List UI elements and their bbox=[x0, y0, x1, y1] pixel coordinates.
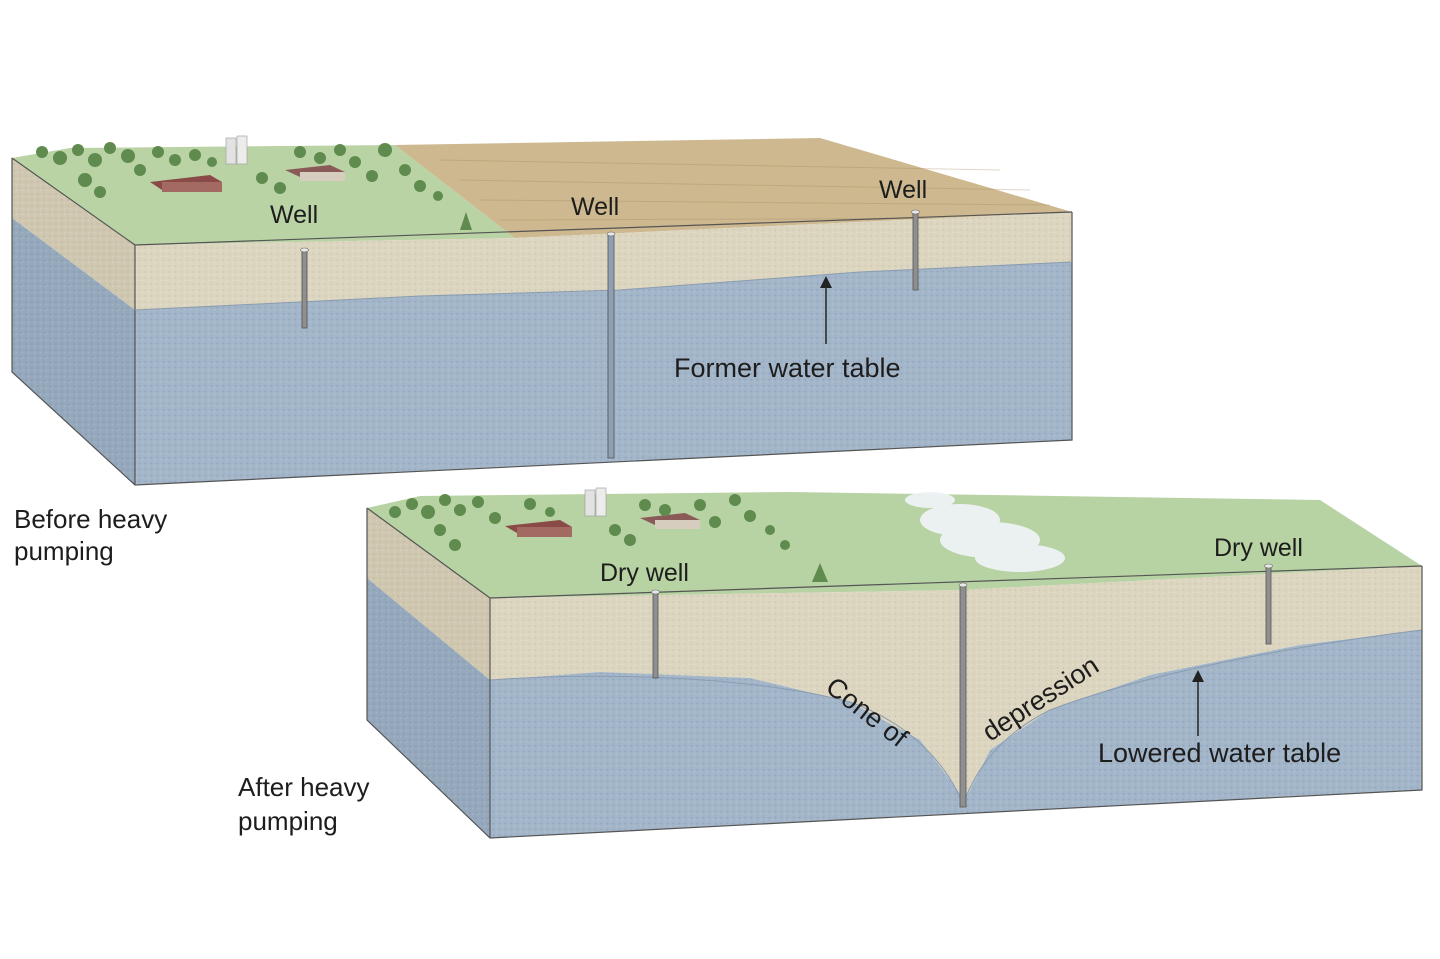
after-block: Dry well Dry well Cone of depression Low… bbox=[366, 487, 1423, 839]
caption-before-line1: Before heavy bbox=[14, 504, 167, 534]
label-well-right: Well bbox=[879, 176, 927, 204]
after-silos bbox=[584, 487, 607, 517]
front-water bbox=[135, 262, 1072, 485]
after-left-side-water bbox=[367, 578, 490, 838]
silos bbox=[225, 135, 248, 165]
dry-well-left bbox=[651, 589, 660, 679]
dry-well-right bbox=[1264, 563, 1273, 645]
irrigation-spray bbox=[905, 492, 1065, 572]
farm-buildings bbox=[150, 165, 345, 192]
dry-field-surface bbox=[395, 138, 1072, 238]
after-trees bbox=[389, 494, 828, 582]
after-left-side-soil bbox=[367, 508, 490, 680]
before-block: Well Well Well Former water table bbox=[11, 135, 1073, 486]
label-lowered-water-table: Lowered water table bbox=[1098, 738, 1341, 768]
caption-after-line1: After heavy bbox=[238, 772, 370, 802]
left-side-water bbox=[12, 218, 135, 485]
well-right bbox=[911, 209, 920, 291]
caption-after-line2: pumping bbox=[238, 806, 338, 836]
well-left bbox=[300, 247, 309, 329]
label-dry-well-left: Dry well bbox=[600, 559, 689, 587]
after-farm-buildings bbox=[505, 513, 700, 537]
label-well-center: Well bbox=[571, 193, 619, 221]
left-side-soil bbox=[12, 158, 135, 310]
after-grass-surface bbox=[367, 492, 1422, 598]
pumping-well bbox=[958, 582, 968, 808]
label-former-water-table: Former water table bbox=[674, 353, 901, 383]
after-front-soil bbox=[490, 566, 1422, 800]
trees bbox=[36, 142, 472, 230]
label-dry-well-right: Dry well bbox=[1214, 534, 1303, 562]
label-well-left: Well bbox=[270, 201, 318, 229]
caption-before-line2: pumping bbox=[14, 536, 114, 566]
well-center bbox=[606, 231, 616, 459]
front-soil bbox=[135, 212, 1072, 310]
